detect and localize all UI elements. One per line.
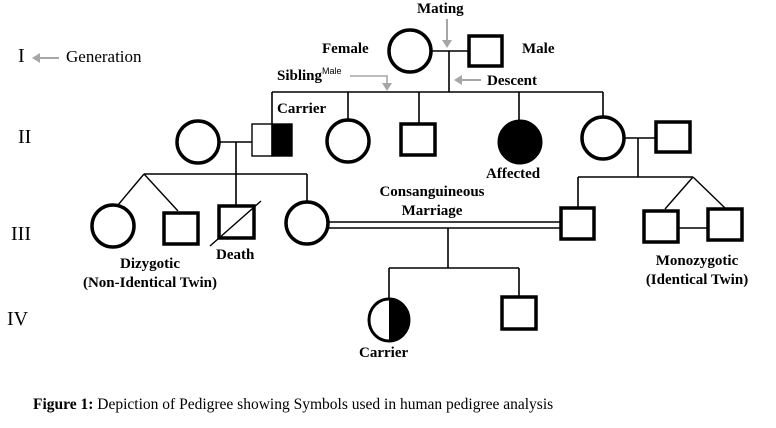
female-symbol-gen2-left	[175, 119, 221, 165]
dizygotic-line2: (Non-Identical Twin)	[82, 275, 218, 291]
carrier-male-label: Carrier	[277, 101, 327, 117]
generation-label-III: III	[11, 223, 31, 245]
female-label: Female	[322, 41, 369, 57]
twin-line	[143, 173, 179, 212]
twin-line	[664, 176, 694, 210]
female-symbol-gen3-consanguineous	[284, 200, 330, 246]
generation-label-II: II	[18, 126, 32, 148]
female-symbol-gen2-right	[580, 115, 626, 161]
male-symbol-gen4	[500, 295, 538, 331]
carrier-female-symbol	[367, 297, 411, 343]
carrier-male-symbol	[251, 123, 293, 157]
monozygotic-twin-male-2	[706, 207, 744, 242]
female-symbol-gen2	[325, 118, 371, 164]
female-symbol-gen1	[387, 28, 433, 74]
mating-label: Mating	[417, 1, 464, 17]
affected-label: Affected	[486, 166, 541, 182]
monozygotic-line2: (Identical Twin)	[645, 272, 749, 288]
affected-female-symbol	[497, 119, 543, 165]
death-label: Death	[216, 247, 255, 263]
descent-label: Descent	[487, 73, 537, 89]
sibling-text: Sibling	[277, 68, 323, 84]
male-symbol-gen1	[467, 34, 504, 68]
male-symbol-gen3-consanguineous	[559, 206, 596, 241]
male-label: Male	[522, 41, 555, 57]
dizygotic-line1: Dizygotic	[120, 256, 180, 272]
figure-caption-text: Depiction of Pedigree showing Symbols us…	[93, 396, 554, 413]
consanguineous-line1: Consanguineous	[379, 184, 485, 200]
figure-caption: Figure 1: Depiction of Pedigree showing …	[33, 396, 553, 414]
sibling-label: SiblingMale	[277, 66, 342, 85]
consanguineous-marriage-line	[328, 221, 561, 229]
monozygotic-twin-male-1	[642, 209, 680, 244]
generation-arrow	[32, 53, 59, 63]
monozygotic-line1: Monozygotic	[655, 253, 739, 269]
dizygotic-label: Dizygotic (Non-Identical Twin)	[60, 255, 240, 293]
descent-arrow	[454, 75, 481, 85]
deceased-male-symbol	[209, 200, 262, 247]
consanguineous-line2: Marriage	[401, 203, 463, 219]
generation-label-IV: IV	[7, 308, 29, 330]
dizygotic-twin-male	[162, 211, 200, 246]
generation-label-I: I	[18, 45, 25, 67]
generation-annotation: Generation	[66, 47, 142, 66]
male-symbol-gen2-right	[654, 120, 692, 154]
twin-line	[692, 176, 726, 209]
sibling-arrow	[350, 75, 392, 91]
figure-caption-label: Figure 1:	[33, 396, 94, 413]
male-symbol-gen2	[399, 122, 437, 157]
mating-arrow	[442, 19, 452, 48]
carrier-female-label: Carrier	[359, 345, 409, 361]
consanguineous-marriage-label: Consanguineous Marriage	[362, 183, 502, 221]
sibling-superscript: Male	[322, 66, 342, 76]
dizygotic-twin-female	[90, 203, 136, 249]
monozygotic-label: Monozygotic (Identical Twin)	[627, 252, 767, 290]
twin-line	[117, 173, 145, 206]
